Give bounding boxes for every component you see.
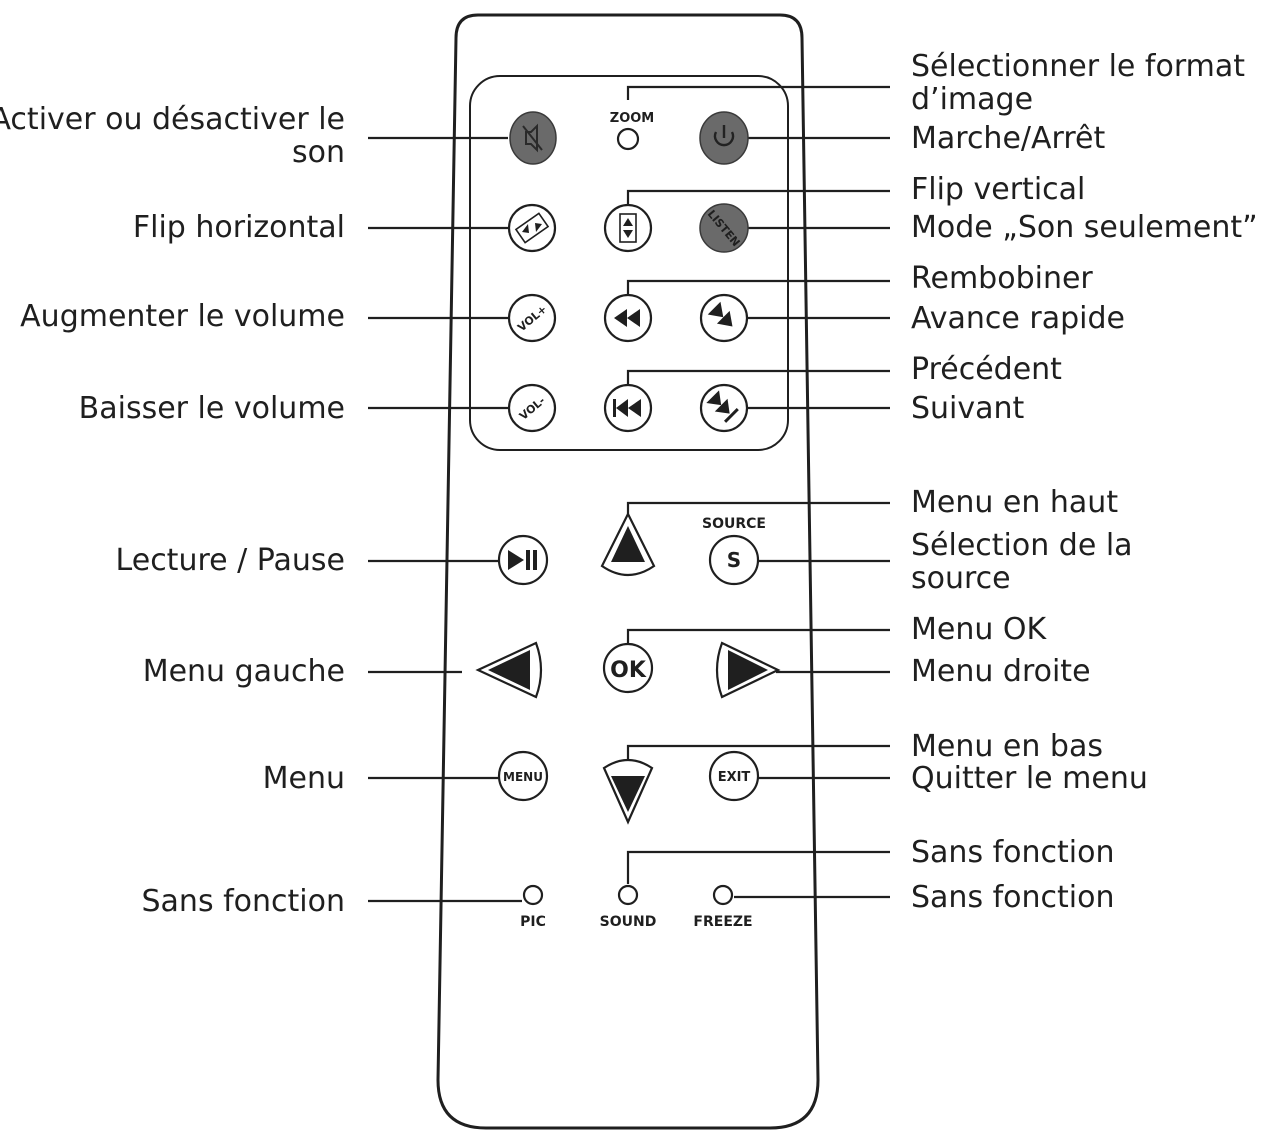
label-menu-right: Menu droite: [911, 654, 1091, 689]
freeze-caption: FREEZE: [693, 914, 752, 930]
flip-horizontal-icon: [514, 212, 550, 244]
play-pause-icon: [508, 550, 537, 570]
label-menu-ok: Menu OK: [911, 612, 1047, 647]
triangle-down-icon: [611, 776, 645, 812]
label-fast-forward: Avance rapide: [911, 301, 1125, 336]
label-source: Sélection de la source: [911, 528, 1133, 596]
triangle-right-icon: [728, 650, 768, 690]
pic-caption: PIC: [520, 914, 546, 930]
sound-caption: SOUND: [600, 914, 657, 930]
flip-horizontal-button[interactable]: [507, 203, 557, 253]
label-no-function-sound: Sans fonction: [911, 835, 1115, 870]
pic-button[interactable]: [522, 884, 544, 906]
volume-up-button[interactable]: VOL+: [507, 293, 557, 343]
exit-button[interactable]: EXIT: [708, 750, 760, 802]
rewind-icon: [614, 309, 640, 327]
next-button[interactable]: [699, 383, 749, 433]
label-play-pause: Lecture / Pause: [115, 543, 345, 578]
label-flip-horizontal: Flip horizontal: [132, 210, 345, 245]
exit-button-label: EXIT: [718, 770, 751, 785]
label-power: Marche/Arrêt: [911, 121, 1106, 156]
menu-right-button[interactable]: [715, 641, 781, 699]
ok-button-label: OK: [610, 658, 647, 683]
label-flip-vertical: Flip vertical: [911, 172, 1086, 207]
label-menu: Menu: [262, 761, 345, 796]
label-listen: Mode „Son seulement”: [911, 210, 1258, 245]
zoom-caption: ZOOM: [610, 111, 654, 126]
flip-vertical-icon: [619, 213, 637, 243]
label-zoom: Sélectionner le format d’image: [911, 49, 1246, 117]
source-caption: SOURCE: [702, 516, 766, 532]
fast-forward-icon: [707, 301, 733, 327]
label-volume-down: Baisser le volume: [78, 391, 345, 426]
zoom-button[interactable]: [616, 127, 640, 151]
label-menu-down: Menu en bas: [911, 729, 1103, 764]
menu-up-button[interactable]: [600, 511, 656, 577]
play-pause-button[interactable]: [497, 534, 549, 586]
label-previous: Précédent: [911, 352, 1062, 387]
flip-vertical-button[interactable]: [603, 203, 653, 253]
menu-button-label: MENU: [503, 770, 543, 784]
fast-forward-button[interactable]: [699, 293, 749, 343]
previous-button[interactable]: [603, 383, 653, 433]
triangle-left-icon: [488, 650, 530, 690]
label-menu-exit: Quitter le menu: [911, 761, 1148, 796]
menu-left-button[interactable]: [475, 641, 543, 699]
label-rewind: Rembobiner: [911, 261, 1093, 296]
mute-button[interactable]: [509, 111, 557, 165]
source-button-label: S: [727, 548, 741, 572]
leader-lines: [368, 85, 890, 903]
ok-button[interactable]: OK: [602, 642, 654, 694]
listen-button[interactable]: LISTEN: [699, 203, 749, 253]
label-menu-up: Menu en haut: [911, 485, 1119, 520]
label-mute: Activer ou désactiver le son: [0, 102, 345, 170]
label-volume-up: Augmenter le volume: [20, 299, 345, 334]
volume-down-button[interactable]: VOL-: [507, 383, 557, 433]
label-no-function-freeze: Sans fonction: [911, 880, 1115, 915]
skip-next-icon: [706, 390, 739, 423]
menu-down-button[interactable]: [602, 758, 654, 825]
freeze-button[interactable]: [712, 884, 734, 906]
source-button[interactable]: S: [708, 534, 760, 586]
label-no-function-pic: Sans fonction: [141, 884, 346, 919]
speaker-muted-icon: [522, 123, 543, 153]
rewind-button[interactable]: [603, 293, 653, 343]
sound-button[interactable]: [617, 884, 639, 906]
triangle-up-icon: [611, 526, 645, 562]
menu-button[interactable]: MENU: [497, 750, 549, 802]
power-icon: [713, 125, 735, 147]
media-button-panel: [469, 75, 789, 451]
skip-previous-icon: [613, 399, 641, 417]
label-menu-left: Menu gauche: [142, 654, 345, 689]
power-button[interactable]: [699, 111, 749, 165]
label-next: Suivant: [911, 391, 1025, 426]
